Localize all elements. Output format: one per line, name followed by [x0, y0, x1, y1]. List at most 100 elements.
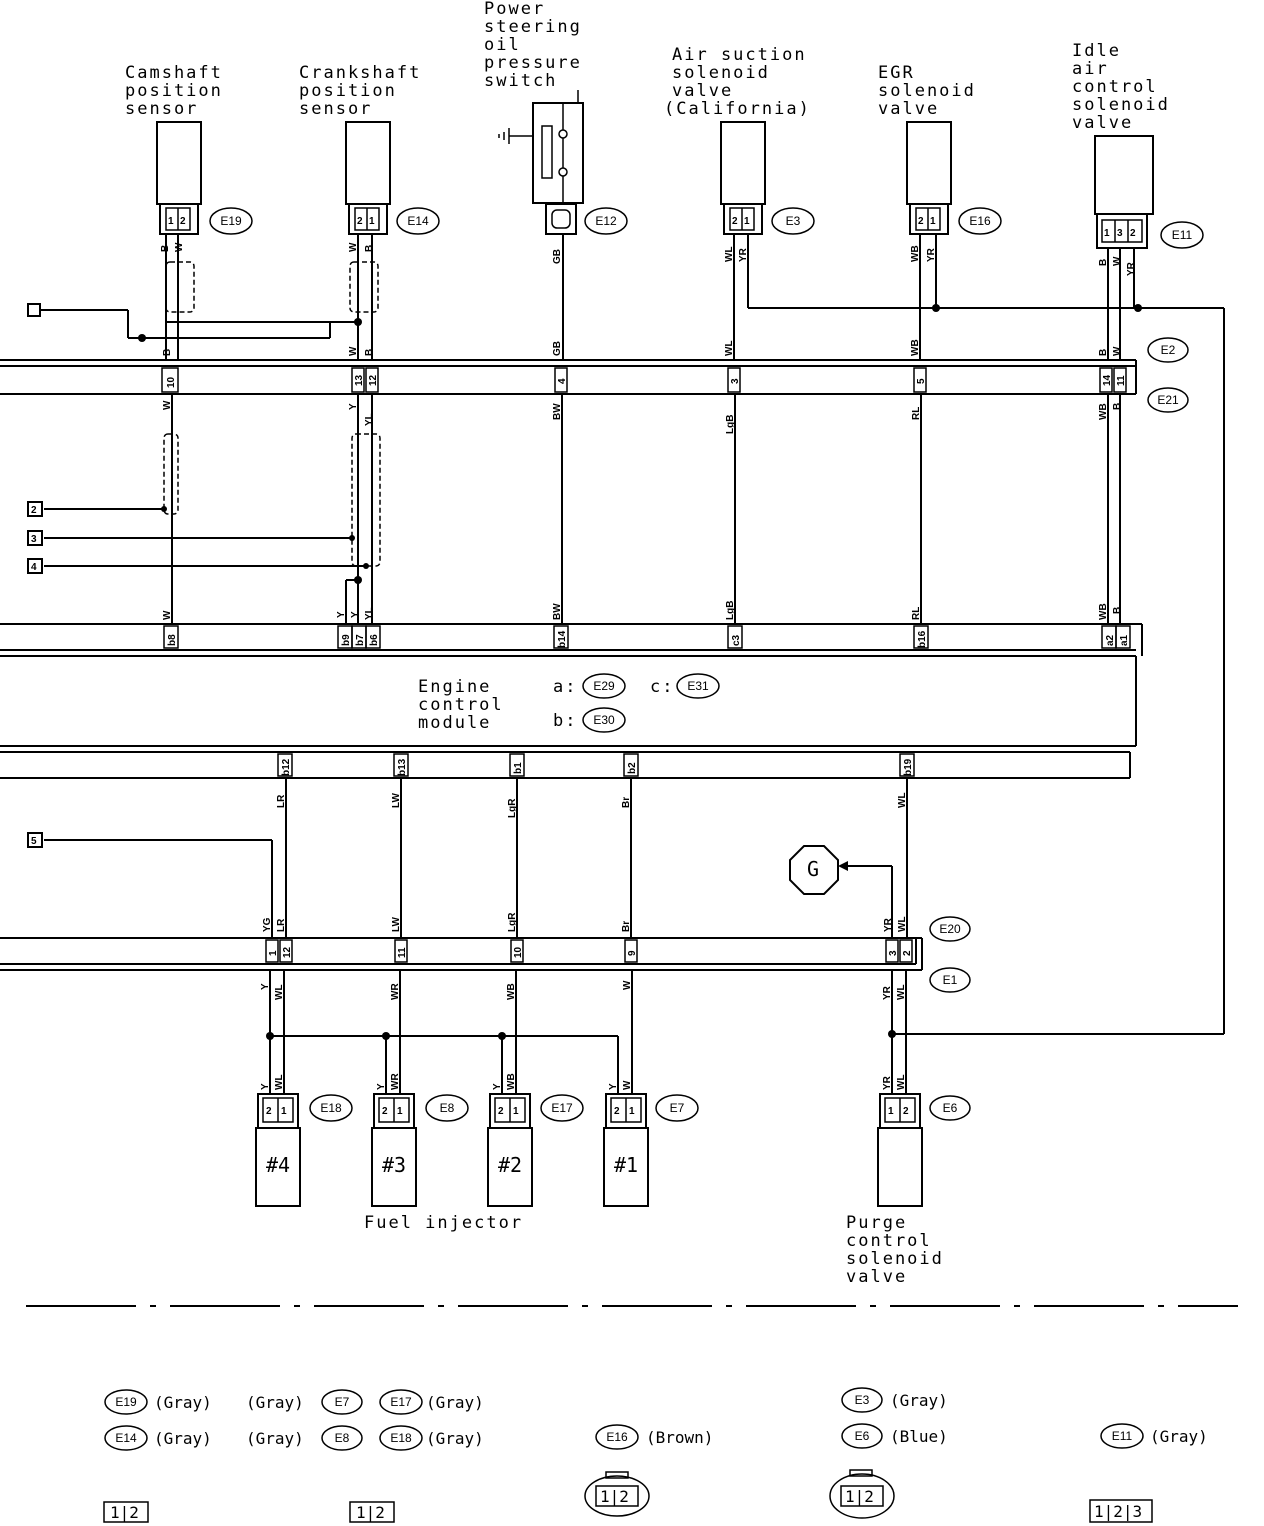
svg-text:1: 1 — [397, 1106, 403, 1117]
svg-text:11: 11 — [1116, 375, 1127, 386]
svg-text:E21: E21 — [1157, 393, 1179, 407]
svg-text:#3: #3 — [382, 1153, 406, 1177]
svg-text:WR: WR — [390, 983, 401, 1000]
svg-text:E6: E6 — [855, 1429, 870, 1443]
camshaft-sensor-body — [156, 121, 202, 205]
svg-text:E16: E16 — [606, 1430, 628, 1444]
svg-text:WB: WB — [1098, 603, 1109, 620]
svg-text:GB: GB — [552, 341, 563, 356]
svg-text:E7: E7 — [670, 1101, 685, 1115]
ps-label-5: switch — [484, 71, 557, 91]
svg-text:b16: b16 — [917, 630, 928, 648]
ecm-ref-a: a: — [553, 677, 577, 697]
svg-text:(Gray): (Gray) — [154, 1429, 212, 1448]
svg-text:b6: b6 — [369, 634, 380, 646]
svg-text:b2: b2 — [627, 762, 638, 774]
e6-tag: E6 — [929, 1095, 971, 1121]
e19-tag: E19 — [209, 207, 253, 235]
svg-text:YL: YL — [364, 413, 375, 426]
svg-text:b9: b9 — [341, 634, 352, 646]
svg-text:G: G — [807, 857, 821, 881]
svg-text:(Gray): (Gray) — [154, 1393, 212, 1412]
svg-text:2: 2 — [498, 1106, 504, 1117]
svg-text:W: W — [162, 400, 173, 410]
ps-switch-element — [541, 125, 553, 179]
svg-text:#4: #4 — [266, 1153, 290, 1177]
egr-label-2: solenoid — [878, 81, 976, 101]
svg-text:B: B — [1098, 349, 1109, 356]
svg-text:E1: E1 — [943, 973, 958, 987]
svg-text:WB: WB — [1098, 403, 1109, 420]
svg-text:WL: WL — [896, 984, 907, 1000]
svg-text:(Blue): (Blue) — [890, 1427, 948, 1446]
svg-text:Y: Y — [260, 983, 271, 990]
ecm-ref-c: c: — [650, 677, 674, 697]
svg-text:W: W — [174, 242, 185, 252]
svg-text:E11: E11 — [1112, 1429, 1133, 1443]
ecm-label-1: Engine — [418, 677, 491, 697]
svg-text:RL: RL — [911, 607, 922, 620]
svg-text:1: 1 — [629, 1106, 635, 1117]
egr-valve-body — [906, 121, 952, 205]
svg-text:3: 3 — [730, 378, 741, 384]
svg-text:YR: YR — [882, 985, 893, 1000]
iac-label-2: air — [1072, 59, 1109, 79]
svg-text:W: W — [348, 346, 359, 356]
svg-text:WB: WB — [506, 1073, 517, 1090]
svg-text:E17: E17 — [551, 1101, 573, 1115]
svg-text:B: B — [1112, 607, 1123, 614]
svg-text:WB: WB — [506, 983, 517, 1000]
svg-text:YL: YL — [364, 607, 375, 620]
crankshaft-label-1: Crankshaft — [299, 63, 421, 83]
iac-label-1: Idle — [1072, 41, 1121, 61]
purge-label-1: Purge — [846, 1213, 907, 1233]
svg-text:a2: a2 — [1105, 634, 1116, 646]
svg-text:RL: RL — [911, 407, 922, 420]
svg-text:9: 9 — [627, 950, 638, 956]
svg-text:1: 1 — [513, 1106, 519, 1117]
svg-text:2: 2 — [266, 1106, 272, 1117]
svg-text:WL: WL — [724, 340, 735, 356]
svg-text:GB: GB — [552, 249, 563, 264]
ecm-ref-b: b: — [553, 711, 577, 731]
svg-text:B: B — [1098, 259, 1109, 266]
svg-text:E3: E3 — [786, 214, 801, 228]
svg-text:LgR: LgR — [507, 798, 518, 818]
svg-text:11: 11 — [397, 947, 408, 958]
svg-text:(Gray): (Gray) — [426, 1393, 484, 1412]
svg-text:5: 5 — [31, 836, 37, 847]
svg-text:3: 3 — [888, 950, 899, 956]
svg-text:YG: YG — [262, 917, 273, 932]
svg-text:YR: YR — [882, 1075, 893, 1090]
as-label-3: valve — [672, 81, 733, 101]
purge-label-4: valve — [846, 1267, 907, 1287]
fuel-injector-label: Fuel injector — [364, 1213, 523, 1233]
e18-tag: E18 — [309, 1094, 353, 1122]
svg-text:Y: Y — [608, 1083, 619, 1090]
svg-text:2: 2 — [31, 505, 37, 516]
svg-text:2: 2 — [1130, 228, 1136, 239]
svg-text:(Gray): (Gray) — [246, 1393, 304, 1412]
svg-text:5: 5 — [916, 378, 927, 384]
camshaft-label-3: sensor — [125, 99, 198, 119]
svg-text:2: 2 — [918, 216, 924, 227]
svg-text:LW: LW — [391, 916, 402, 932]
svg-text:E20: E20 — [939, 922, 961, 936]
svg-text:BW: BW — [552, 603, 563, 620]
svg-text:E11: E11 — [1172, 228, 1193, 242]
svg-text:WL: WL — [724, 246, 735, 262]
svg-text:b7: b7 — [355, 634, 366, 646]
svg-text:b1: b1 — [513, 762, 524, 774]
iac-label-5: valve — [1072, 113, 1133, 133]
iac-valve-body — [1094, 135, 1154, 215]
iac-label-3: control — [1072, 77, 1158, 97]
svg-text:W: W — [348, 242, 359, 252]
as-label-4: (California) — [664, 99, 811, 119]
e16-tag: E16 — [958, 207, 1002, 235]
svg-text:12: 12 — [282, 946, 293, 958]
e12-tag: E12 — [584, 207, 628, 235]
svg-text:Y: Y — [348, 403, 359, 410]
